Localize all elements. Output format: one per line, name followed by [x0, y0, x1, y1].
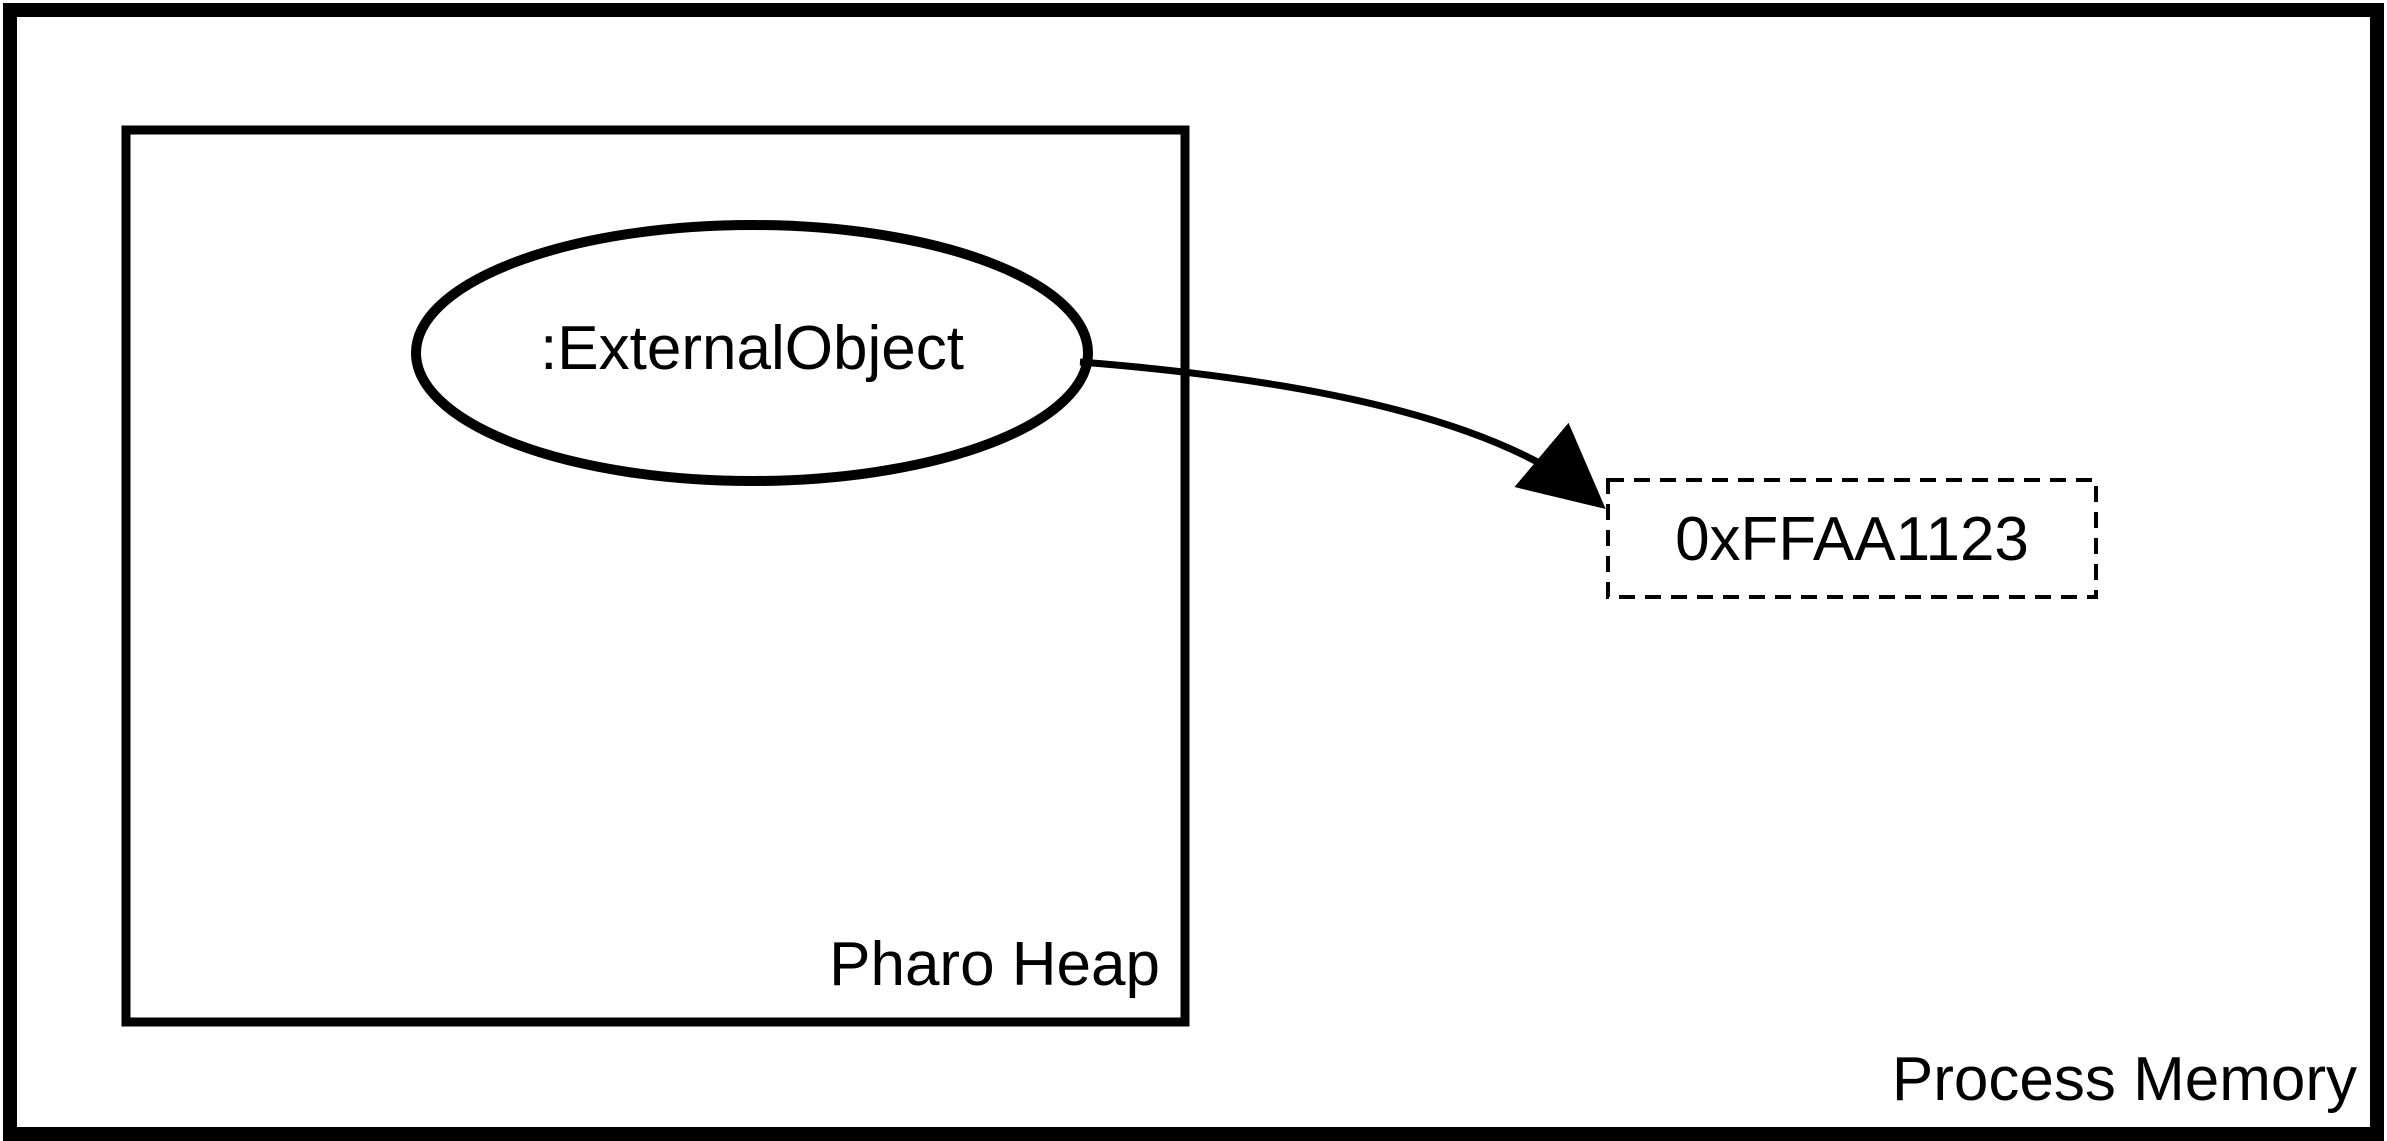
process-memory-label: Process Memory	[1892, 1045, 2357, 1114]
external-address-box	[1606, 478, 2098, 599]
external-address-label: 0xFFAA1123	[1675, 505, 2029, 574]
pointer-arrow	[1079, 358, 1606, 510]
pharo-heap-label: Pharo Heap	[829, 930, 1160, 999]
external-object-label: :ExternalObject	[540, 314, 964, 383]
external-object-node	[411, 220, 1093, 486]
